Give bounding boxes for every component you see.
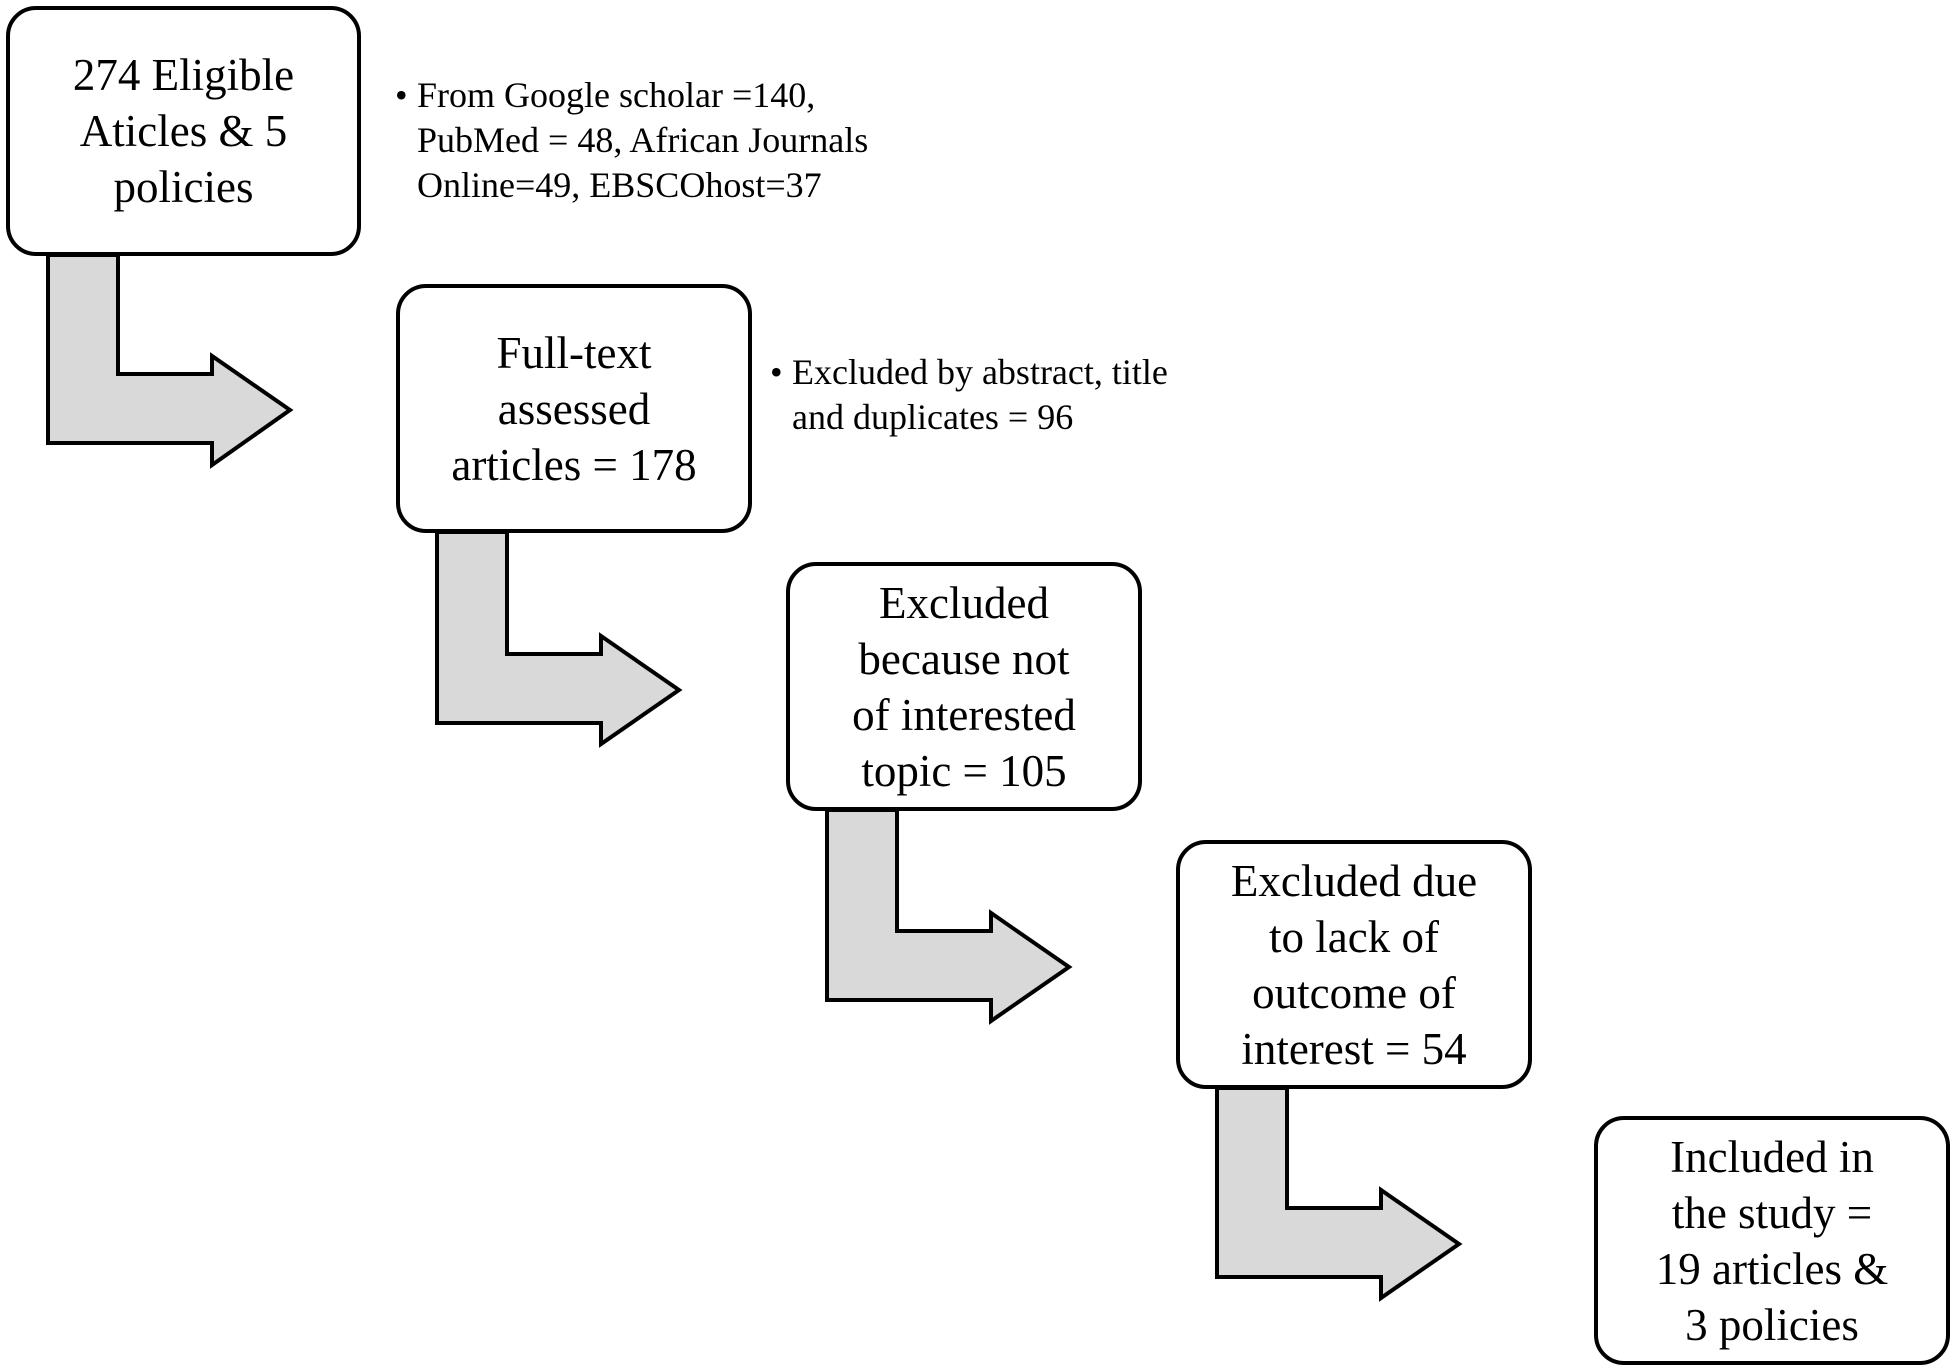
note-excluded-abstract: • Excluded by abstract, title and duplic… [770,350,1392,440]
step-box-excluded-topic: Excluded because not of interested topic… [786,562,1142,811]
step-label-fulltext: Full-text assessed articles = 178 [451,327,697,490]
step-label-eligible: 274 Eligible Aticles & 5 policies [72,50,295,212]
step-label-excluded-topic: Excluded because not of interested topic… [852,577,1076,796]
note-bullet: • [395,75,408,115]
step-box-included: Included in the study = 19 articles & 3 … [1594,1116,1950,1365]
note-sources-text: From Google scholar =140, PubMed = 48, A… [417,75,869,205]
note-sources: • From Google scholar =140, PubMed = 48,… [395,73,1017,208]
step-label-excluded-outcome: Excluded due to lack of outcome of inter… [1230,855,1478,1074]
bent-arrow-3 [825,808,1073,1025]
step-box-fulltext: Full-text assessed articles = 178 [396,284,752,533]
step-box-eligible: 274 Eligible Aticles & 5 policies [6,6,361,256]
bent-arrow-2 [435,530,683,748]
step-box-excluded-outcome: Excluded due to lack of outcome of inter… [1176,840,1532,1089]
note-excluded-abstract-text: Excluded by abstract, title and duplicat… [792,352,1168,437]
bent-arrow-1 [46,253,294,469]
note-bullet: • [770,352,783,392]
step-label-included: Included in the study = 19 articles & 3 … [1655,1131,1889,1350]
bent-arrow-4 [1215,1086,1463,1302]
